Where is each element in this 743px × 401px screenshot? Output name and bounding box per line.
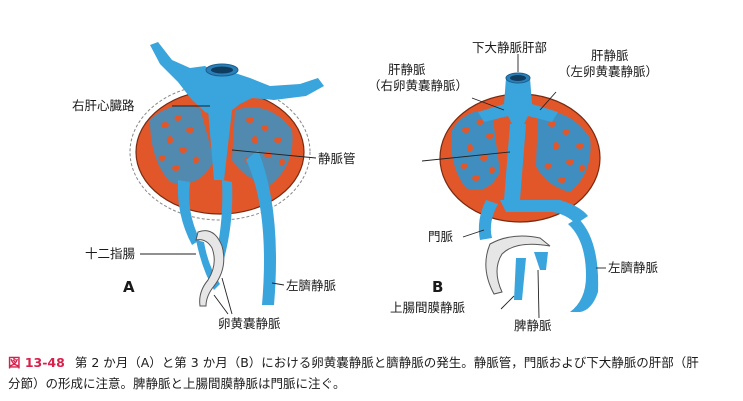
label-ductus-venosus-a: 静脈管 [318, 151, 356, 166]
caption-line-1: 図 13-48 第 2 か月（A）と第 3 か月（B）における卵黄嚢静脈と臍静脈の… [8, 352, 736, 373]
caption-text-1: 第 2 か月（A）と第 3 か月（B）における卵黄嚢静脈と臍静脈の発生。静脈管，… [74, 355, 699, 370]
label-hepatic-vein-right-sub-b: （右卵黄嚢静脈） [368, 78, 468, 93]
caption-number: 図 13-48 [8, 355, 65, 370]
left-umbilical-vein-a [246, 150, 276, 305]
panel-a: 右肝心臓路 静脈管 十二指腸 左臍静脈 卵黄嚢静脈 A [72, 42, 356, 331]
figure-caption: 図 13-48 第 2 か月（A）と第 3 か月（B）における卵黄嚢静脈と臍静脈の… [8, 352, 736, 394]
label-hepatic-vein-right-b: 肝静脈 [388, 62, 426, 77]
sup-mesenteric-vein-b [514, 258, 526, 300]
panel-letter-a: A [123, 278, 135, 296]
label-splenic-vein-b: 脾静脈 [514, 318, 552, 333]
splenic-vein-b [534, 252, 548, 270]
label-sup-mesenteric-b: 上腸間膜静脈 [390, 300, 466, 315]
ivc-hepatic-b [478, 78, 558, 124]
ductus-venosus-b [504, 124, 526, 200]
panel-b: 下大静脈肝部 肝静脈 （右卵黄嚢静脈） 肝静脈 （左卵黄嚢静脈） 門脈 左臍静脈… [368, 40, 659, 333]
label-left-umbilical-b: 左臍静脈 [608, 260, 659, 275]
label-vitelline-a: 卵黄嚢静脈 [218, 316, 281, 331]
duodenum-b [485, 235, 551, 295]
label-ivc-hepatic-b: 下大静脈肝部 [472, 40, 547, 55]
left-umbilical-vein-b [568, 218, 599, 312]
sinusoid-holes-b [460, 119, 585, 183]
panel-letter-b: B [432, 278, 443, 296]
sinusoid-holes-a [158, 115, 285, 175]
label-portal-vein-b: 門脈 [428, 229, 454, 244]
central-channel-a [208, 110, 232, 180]
liver-outline-a [129, 83, 311, 221]
label-hepatic-vein-left-sub-b: （左卵黄嚢静脈） [558, 64, 658, 79]
label-duodenum-a: 十二指腸 [85, 246, 136, 261]
vitelline-left-a [177, 180, 200, 245]
caption-line-2: 分節）の形成に注意。脾静脈と上腸間膜静脈は門脈に注ぐ。 [8, 376, 346, 391]
label-hepatic-vein-left-b: 肝静脈 [591, 48, 629, 63]
ivc-branches-a [150, 42, 324, 118]
portal-branch-b [500, 200, 588, 224]
duodenum-a [195, 230, 225, 307]
label-left-umbilical-a: 左臍静脈 [286, 278, 337, 293]
label-right-hepatocardiac-a: 右肝心臓路 [72, 98, 135, 113]
